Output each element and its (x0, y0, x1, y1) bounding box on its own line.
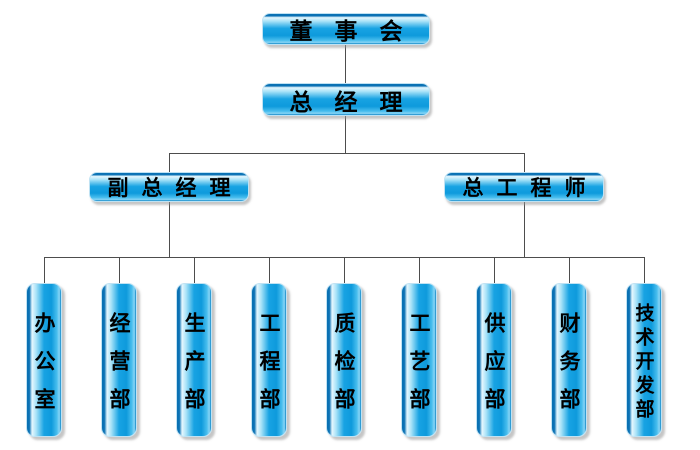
node-board-label: 董事会 (289, 19, 425, 45)
node-dept-engineering-label: 工程部 (257, 311, 281, 426)
connector-deputy-drop (169, 202, 170, 257)
node-dept-finance: 财务部 (551, 283, 587, 437)
connector-stub-engineering (269, 257, 270, 283)
node-dept-process: 工艺部 (401, 283, 437, 437)
node-dept-production: 生产部 (176, 283, 212, 437)
connector-level3-bus (169, 153, 525, 154)
node-dept-quality-inspection: 质检部 (326, 283, 362, 437)
node-dept-supply-label: 供应部 (482, 311, 506, 426)
node-deputy-general-manager: 副总经理 (89, 172, 249, 202)
node-dept-process-label: 工艺部 (407, 311, 431, 426)
connector-bus-to-deputy (169, 153, 170, 172)
node-dept-quality-inspection-label: 质检部 (332, 311, 356, 426)
node-dept-office-label: 办公室 (32, 311, 56, 426)
connector-stub-quality (344, 257, 345, 283)
node-dept-business-label: 经营部 (107, 311, 131, 426)
connector-board-to-gm (345, 45, 346, 83)
connector-stub-supply (494, 257, 495, 283)
connector-stub-business (119, 257, 120, 283)
connector-stub-finance (569, 257, 570, 283)
node-dept-tech-development-label: 技术开发部 (632, 302, 655, 423)
node-dept-supply: 供应部 (476, 283, 512, 437)
connector-gm-drop (345, 116, 346, 153)
node-chief-engineer-label: 总工程师 (462, 176, 599, 200)
node-chief-engineer: 总工程师 (444, 172, 604, 202)
node-dept-office: 办公室 (26, 283, 62, 437)
node-dept-business: 经营部 (101, 283, 137, 437)
node-board: 董事会 (262, 13, 430, 45)
node-dept-tech-development: 技术开发部 (626, 283, 662, 437)
connector-stub-office (44, 257, 45, 283)
node-general-manager: 总经理 (262, 83, 430, 116)
connector-chief-drop (524, 201, 525, 257)
connector-stub-production (194, 257, 195, 283)
node-dept-finance-label: 财务部 (557, 311, 581, 426)
node-deputy-general-manager-label: 副总经理 (107, 176, 244, 200)
node-dept-production-label: 生产部 (182, 311, 206, 426)
connector-bus-to-chief (524, 153, 525, 172)
node-general-manager-label: 总经理 (289, 89, 425, 116)
connector-stub-process (419, 257, 420, 283)
node-dept-engineering: 工程部 (251, 283, 287, 437)
connector-stub-techdev (644, 257, 645, 283)
